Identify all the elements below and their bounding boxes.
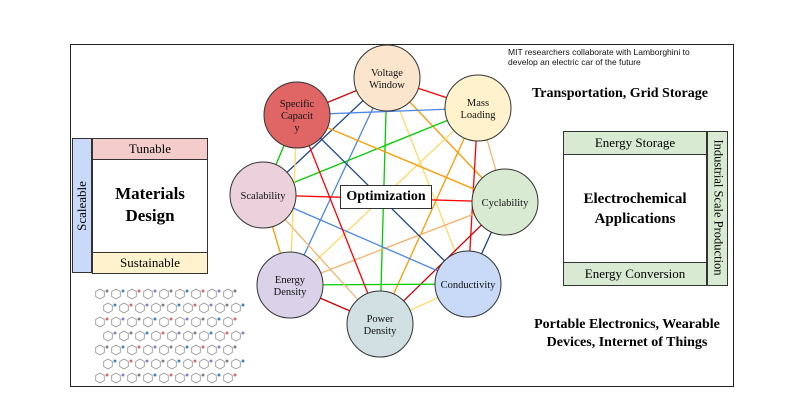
- network-node: [256, 251, 324, 319]
- materials-design-title-line2: Design: [125, 206, 175, 225]
- network-node: [346, 290, 414, 358]
- network-node-label: Voltage: [371, 68, 403, 79]
- header-note-line2: develop an electric car of the future: [508, 57, 641, 67]
- network-node: [353, 44, 421, 112]
- header-note: MIT researchers collaborate with Lamborg…: [508, 47, 690, 67]
- portable-line1: Portable Electronics, Wearable: [534, 317, 720, 332]
- figure-frame: [70, 44, 734, 387]
- network-node-label: Capacit: [281, 111, 313, 122]
- transportation-heading: Transportation, Grid Storage: [532, 86, 708, 101]
- network-node: [434, 250, 502, 318]
- electrochemical-title-line1: Electrochemical: [583, 191, 687, 207]
- tunable-label: Tunable: [128, 141, 172, 156]
- network-node-label: Window: [369, 80, 405, 91]
- tunable-bar: Tunable: [92, 138, 208, 160]
- header-note-line1: MIT researchers collaborate with Lamborg…: [508, 47, 690, 57]
- applications-box: [563, 131, 707, 286]
- network-edge: [379, 107, 479, 325]
- portable-electronics-heading: Portable Electronics, Wearable Devices, …: [522, 316, 732, 352]
- materials-design-title: Materials Design: [92, 183, 208, 227]
- network-node: [471, 168, 539, 236]
- network-edge: [296, 114, 381, 325]
- network-node-label: Cyclability: [482, 198, 529, 209]
- energy-storage-label: Energy Storage: [594, 135, 676, 150]
- sustainable-bar: Sustainable: [92, 252, 208, 274]
- network-node-label: Specific: [280, 99, 315, 110]
- network-node-label: Density: [364, 326, 397, 337]
- scaleable-bar: [72, 138, 92, 273]
- materials-design-title-line1: Materials: [115, 184, 185, 203]
- industrial-scale-bar: [707, 131, 728, 286]
- network-node-label: Loading: [461, 110, 497, 121]
- industrial-scale-label: Industrial Scale Production: [711, 139, 726, 276]
- materials-design-box: [92, 138, 208, 273]
- energy-conversion-bar: Energy Conversion: [563, 262, 707, 286]
- network-node: [444, 74, 512, 142]
- network-nodes: VoltageWindowMassLoadingCyclabilityCondu…: [229, 44, 539, 358]
- network-edge: [386, 77, 469, 285]
- network-node-label: Mass: [467, 98, 489, 109]
- network-edge: [289, 201, 506, 286]
- network-node: [229, 161, 297, 229]
- network-edge: [296, 114, 506, 203]
- energy-storage-bar: Energy Storage: [563, 131, 707, 155]
- network-node: [263, 81, 331, 149]
- optimization-center-box: Optimization: [340, 185, 432, 209]
- network-edge: [262, 107, 479, 196]
- network-node-label: Density: [274, 287, 307, 298]
- network-node-label: Conductivity: [441, 280, 497, 291]
- network-edge: [262, 194, 469, 285]
- network-node-label: Scalability: [241, 191, 287, 202]
- network-node-label: Power: [367, 314, 394, 325]
- portable-line2: Devices, Internet of Things: [546, 335, 708, 350]
- sustainable-label: Sustainable: [120, 255, 180, 270]
- electrochemical-title: Electrochemical Applications: [563, 189, 707, 229]
- network-node-label: y: [294, 123, 300, 134]
- electrochemical-title-line2: Applications: [594, 211, 676, 227]
- network-node-label: Energy: [275, 275, 306, 286]
- energy-conversion-label: Energy Conversion: [584, 266, 686, 281]
- optimization-label: Optimization: [346, 189, 426, 204]
